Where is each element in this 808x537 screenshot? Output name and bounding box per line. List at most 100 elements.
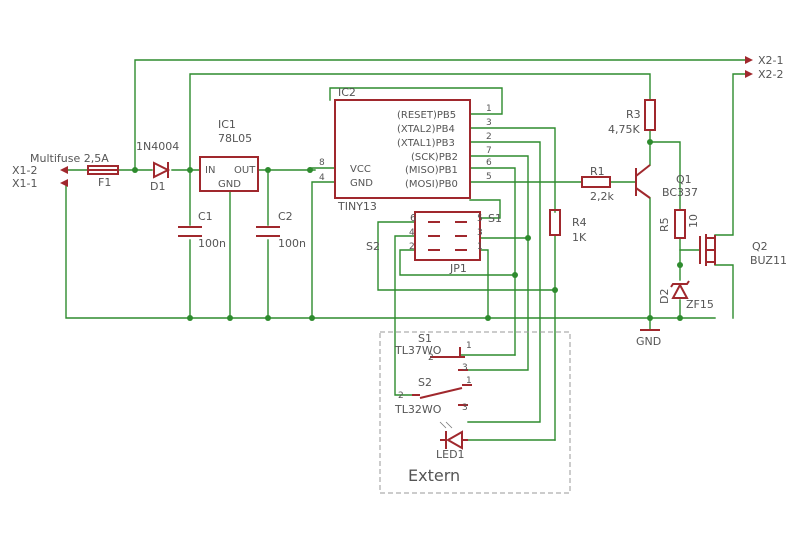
junction (485, 315, 491, 321)
jumper-pin-num: 2 (409, 242, 415, 252)
switch-pin-num: 2 (428, 353, 434, 363)
resistor-name: R4 (572, 216, 587, 229)
mcu-pin-label: (RESET)PB5 (397, 110, 456, 121)
mosfet-name: Q2 (752, 240, 768, 253)
mcu-pin-label: (XTAL1)PB3 (397, 138, 455, 149)
connector-arrow-icon (745, 56, 753, 64)
fuse-f1: Multifuse 2,5A F1 (30, 152, 119, 189)
extern-title: Extern (408, 466, 460, 485)
resistor-name: R5 (658, 217, 671, 232)
junction (512, 272, 518, 278)
regulator-pin-out: OUT (234, 165, 256, 176)
mcu-pin-num: 8 (319, 158, 325, 168)
wire-reset (329, 87, 503, 115)
zener-name: D2 (658, 289, 671, 304)
extern-switch-s2: S2 TL32WO 1 2 3 (394, 376, 472, 416)
jumper-pin-num: 5 (477, 214, 483, 224)
connector-x1-2: X1-2 (12, 164, 68, 177)
connector-label: X2-2 (758, 68, 784, 81)
switch-value: TL32WO (394, 403, 442, 416)
led-icon (445, 430, 463, 450)
resistor-value: 2,2k (590, 190, 614, 203)
junction (647, 139, 653, 145)
mosfet-value: BUZ11 (750, 254, 787, 267)
resistor-icon (644, 99, 656, 131)
mcu-pin-num: 1 (486, 104, 492, 114)
mcu-pin-label: (MOSI)PB0 (405, 179, 458, 190)
mcu-pin-num: 6 (486, 158, 492, 168)
wire-q1-c (649, 141, 681, 211)
resistor-r3: R3 4,75K (608, 99, 656, 136)
wire-pb3 (467, 141, 541, 423)
wire-x2-2 (714, 73, 746, 236)
junction (187, 315, 193, 321)
resistor-value: 10 (687, 214, 700, 228)
zener-d2: D2 ZF15 (658, 280, 714, 311)
wire-pb1 (399, 167, 516, 276)
junctions (132, 139, 683, 321)
mcu-pin-label: (MISO)PB1 (405, 165, 458, 176)
connector-label: X1-2 (12, 164, 38, 177)
connector-label: X2-1 (758, 54, 784, 67)
resistor-r1: R1 2,2k (581, 165, 614, 203)
mcu-pin-vcc: VCC (350, 164, 371, 175)
resistor-r5: R5 10 (658, 209, 700, 239)
resistor-value: 1K (572, 231, 587, 244)
wire-x1-1 (65, 182, 716, 319)
diode-d1: 1N4004 D1 (136, 140, 179, 193)
led-ray-icon (439, 421, 447, 429)
diode-name: D1 (150, 180, 165, 193)
resistor-icon (549, 209, 561, 236)
extern-led1: LED1 (436, 421, 468, 461)
capacitor-value: 100n (198, 237, 226, 250)
jumper-body (414, 211, 481, 261)
mcu-pin-num: 4 (319, 173, 325, 183)
resistor-name: R3 (626, 108, 641, 121)
regulator-name: IC1 (218, 118, 236, 131)
diode-icon (153, 161, 171, 179)
switch-name: S2 (418, 376, 432, 389)
junction (677, 315, 683, 321)
resistor-icon (674, 209, 686, 239)
jumper-s1-label: S1 (488, 212, 502, 225)
regulator-pin-gnd: GND (218, 179, 241, 190)
switch-pin-num: 1 (466, 341, 472, 351)
jumper-pin-num: 6 (410, 213, 416, 224)
transistor-icon (635, 164, 651, 177)
wire-jp-2 (394, 235, 416, 396)
resistor-name: R1 (590, 165, 605, 178)
junction (552, 287, 558, 293)
jumper-name: JP1 (449, 262, 467, 275)
fuse-name: F1 (98, 176, 111, 189)
regulator-pin-in: IN (205, 165, 215, 176)
transistor-icon (635, 187, 651, 199)
connector-label: X1-1 (12, 177, 38, 190)
transistor-q1: Q1 BC337 (635, 164, 698, 199)
switch-pin-num: 1 (466, 376, 472, 386)
mcu-pin-gnd: GND (350, 178, 373, 189)
resistor-value: 4,75K (608, 123, 640, 136)
junction (525, 235, 531, 241)
switch-name: S1 (418, 332, 432, 345)
zener-icon (671, 282, 689, 299)
junction (647, 315, 653, 321)
jumper-s2-label: S2 (366, 240, 380, 253)
junction (309, 315, 315, 321)
mcu-pin-label: (XTAL2)PB4 (397, 124, 455, 135)
connector-arrow-icon (745, 70, 753, 78)
capacitor-value: 100n (278, 237, 306, 250)
regulator-body (199, 156, 259, 192)
junction (265, 315, 271, 321)
mcu-body (334, 99, 471, 199)
connector-x2-2: X2-2 (745, 68, 784, 81)
wire-jp-5 (469, 199, 501, 219)
resistor-icon (581, 176, 611, 188)
junction (132, 167, 138, 173)
junction (677, 262, 683, 268)
capacitor-name: C1 (198, 210, 213, 223)
connector-x2-1: X2-1 (745, 54, 784, 67)
resistor-r4: R4 1K (549, 209, 587, 244)
wire-vcc-rail (189, 73, 651, 169)
jumper-jp1: 6 4 2 5 3 1 JP1 S1 S2 (366, 211, 502, 275)
